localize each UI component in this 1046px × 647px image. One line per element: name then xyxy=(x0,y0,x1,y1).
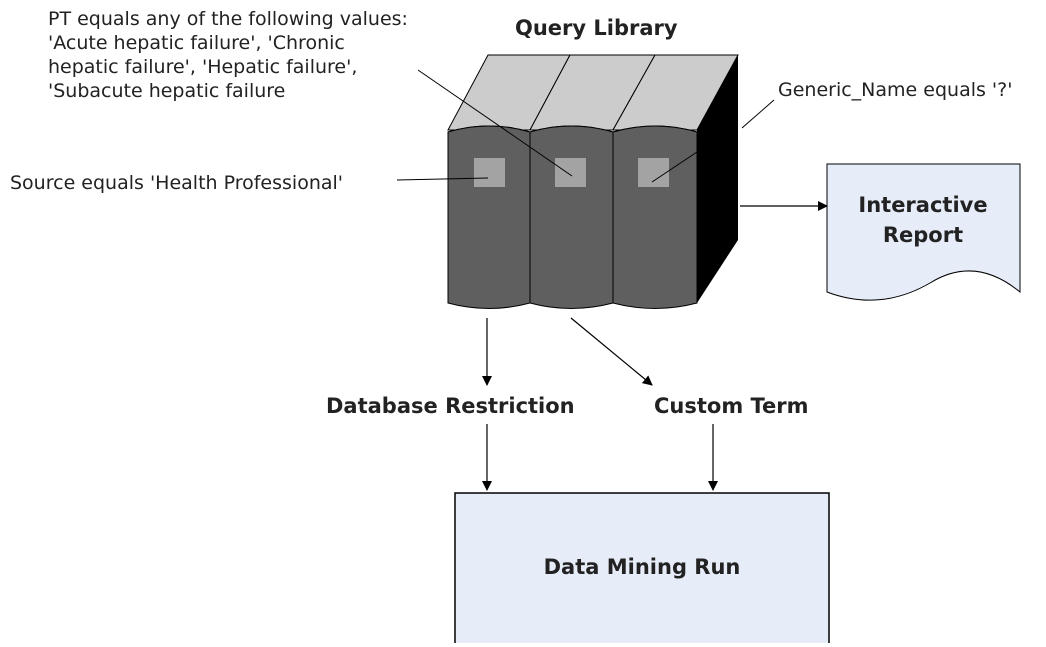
binder-tab-1 xyxy=(474,158,505,187)
pt-annotation: PT equals any of the following values: '… xyxy=(48,8,408,102)
binder-body-2 xyxy=(529,125,614,309)
interactive-report-label: Interactive Report xyxy=(858,193,988,247)
generic-name-annotation: Generic_Name equals '?' xyxy=(778,79,1013,101)
binder-tab-2 xyxy=(555,158,586,187)
binder-body-1 xyxy=(447,125,531,309)
database-restriction-label: Database Restriction xyxy=(326,394,575,418)
binder-side xyxy=(697,55,738,303)
data-mining-run-box xyxy=(454,492,830,647)
query-library-title: Query Library xyxy=(515,16,678,40)
generic-tab-line xyxy=(651,151,698,183)
source-annotation: Source equals 'Health Professional' xyxy=(10,172,344,194)
generic-leader-line xyxy=(741,99,775,129)
binder-tab-3 xyxy=(638,158,669,187)
interactive-report-shape xyxy=(826,163,1021,301)
query-library-binders xyxy=(447,54,739,309)
custom-term-arrow xyxy=(570,317,653,386)
custom-term-label: Custom Term xyxy=(654,394,809,418)
pt-leader-line xyxy=(417,69,573,177)
data-mining-run-label: Data Mining Run xyxy=(543,555,741,579)
binder-body-3 xyxy=(612,125,698,309)
source-leader-line xyxy=(396,177,489,181)
